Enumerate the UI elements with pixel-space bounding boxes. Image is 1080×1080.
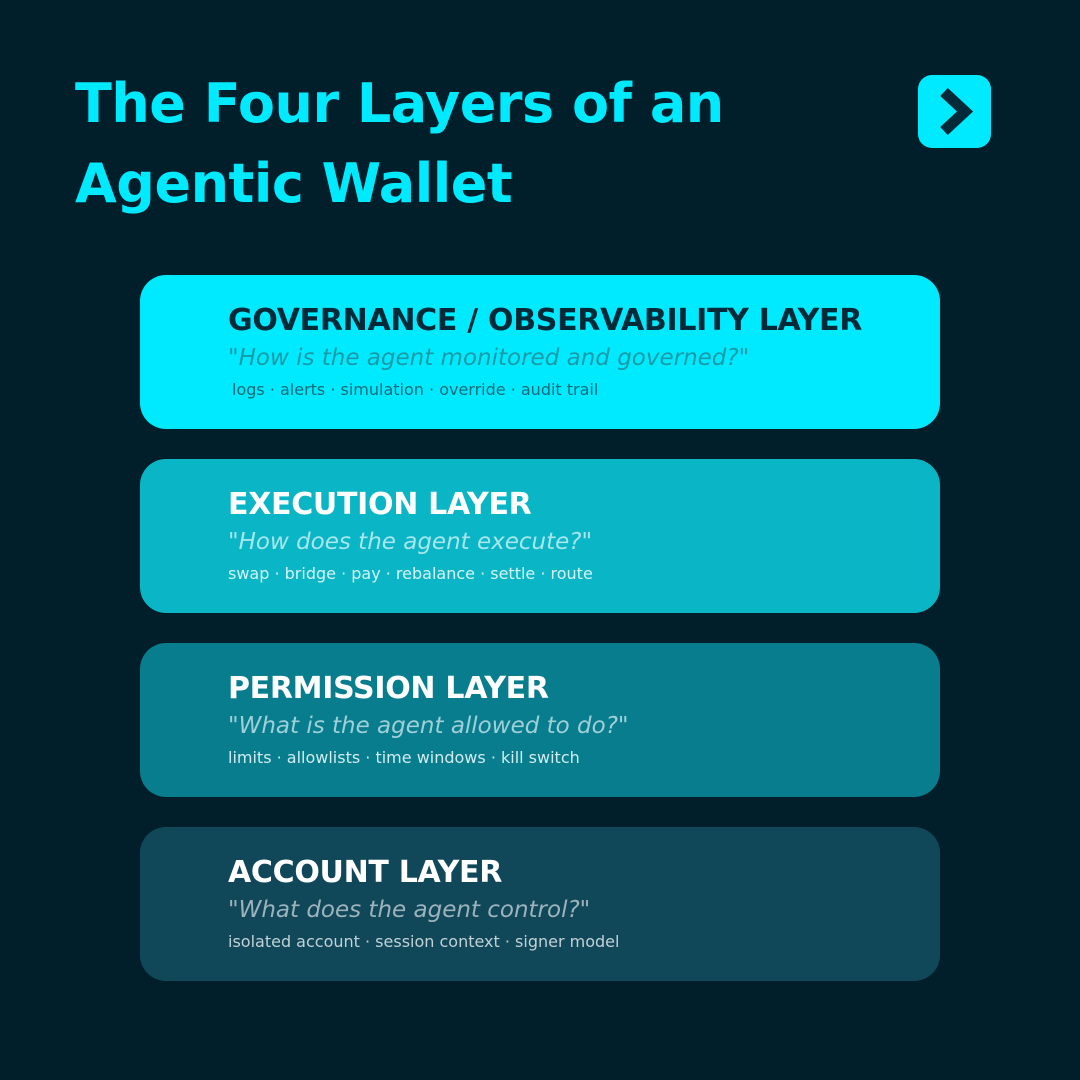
title-line-2: Agentic Wallet [75,152,513,215]
layer-name: PERMISSION LAYER [228,671,549,706]
layer-question: "How is the agent monitored and governed… [228,345,750,371]
layer-question: "What does the agent control?" [228,897,591,923]
chevron-right-icon [940,87,974,136]
layer-card-execution: EXECUTION LAYER "How does the agent exec… [140,459,940,613]
layer-card-account: ACCOUNT LAYER "What does the agent contr… [140,827,940,981]
next-button[interactable] [918,75,991,148]
layer-name: GOVERNANCE / OBSERVABILITY LAYER [228,303,863,338]
layer-question: "How does the agent execute?" [228,529,593,555]
layer-name: ACCOUNT LAYER [228,855,503,890]
layer-name: EXECUTION LAYER [228,487,532,522]
layer-tags: limits · allowlists · time windows · kil… [228,748,580,767]
layer-tags: logs · alerts · simulation · override · … [232,380,599,399]
layer-card-governance: GOVERNANCE / OBSERVABILITY LAYER "How is… [140,275,940,429]
title-line-1: The Four Layers of an [75,72,724,135]
layer-question: "What is the agent allowed to do?" [228,713,629,739]
layer-tags: isolated account · session context · sig… [228,932,620,951]
page-title: The Four Layers of an Agentic Wallet [75,64,835,224]
layer-tags: swap · bridge · pay · rebalance · settle… [228,564,593,583]
layer-card-permission: PERMISSION LAYER "What is the agent allo… [140,643,940,797]
